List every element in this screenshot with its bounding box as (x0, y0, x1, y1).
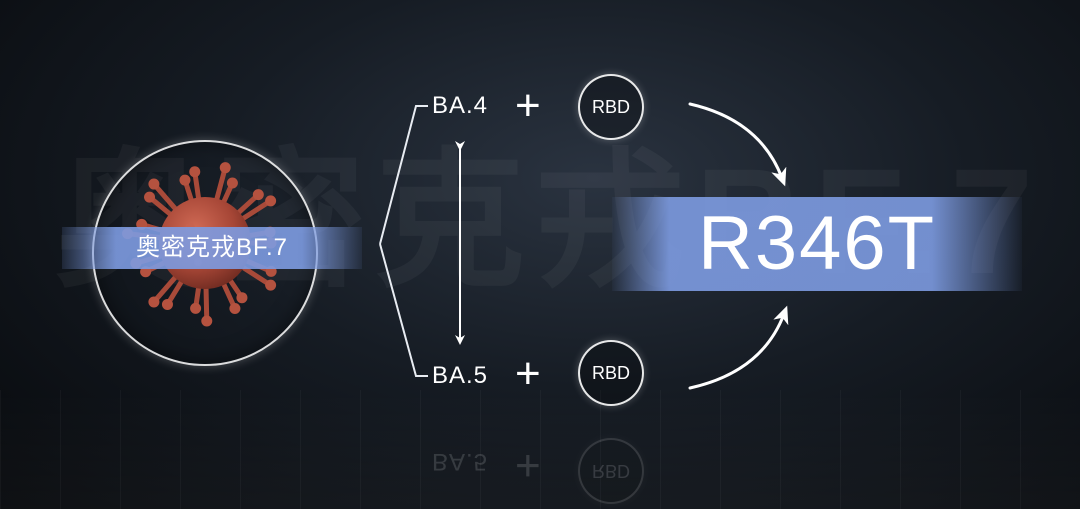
reflection-rbd-circle: RBD (578, 438, 644, 504)
rbd-bottom-label: RBD (591, 362, 630, 383)
reflection-rbd-label: RBD (591, 461, 630, 482)
floor-grid (0, 390, 1080, 509)
curved-arrow-top (688, 102, 787, 187)
reflection-variant: BA.5 (432, 448, 489, 475)
result-mutation-label: R346T (697, 201, 937, 286)
result-band (612, 197, 1022, 291)
reflection-plus: + (515, 441, 541, 490)
virus-label-band (62, 227, 362, 269)
variant-top-label: BA.4 (432, 92, 489, 119)
rbd-top-label: RBD (591, 96, 630, 117)
rbd-top-circle: RBD (578, 74, 644, 140)
variant-bottom-label: BA.5 (432, 362, 489, 389)
bracket-top-line (379, 105, 428, 245)
plus-bottom: + (515, 349, 541, 398)
bracket-bottom-line (379, 243, 428, 377)
curved-arrow-bottom (688, 305, 789, 390)
plus-top: + (515, 81, 541, 130)
rbd-bottom-circle: RBD (578, 340, 644, 406)
virus-label: 奥密克戎BF.7 (135, 234, 289, 261)
